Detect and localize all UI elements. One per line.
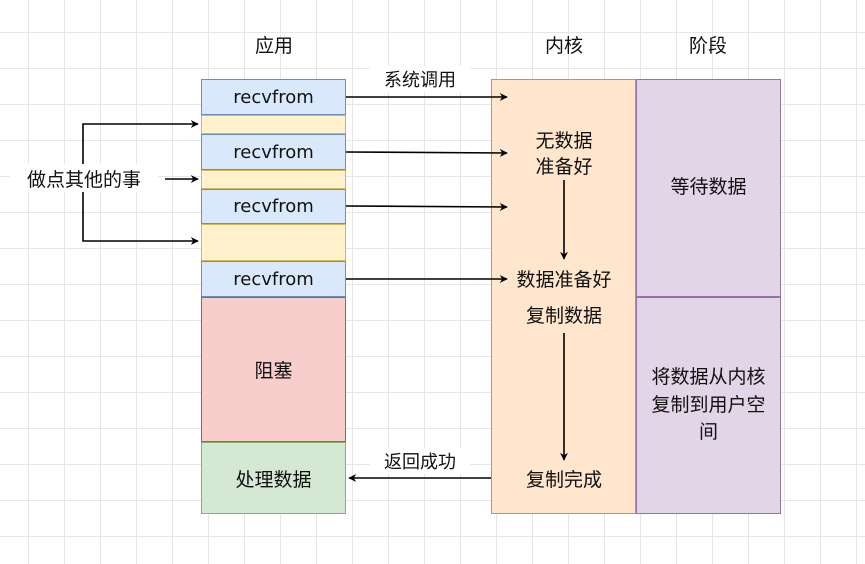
copy-stage-line-2: 复制到用户空	[651, 393, 766, 416]
copy-stage-box: 将数据从内核 复制到用户空 间	[636, 297, 781, 514]
recvfrom-box-4: recvfrom	[201, 261, 346, 297]
syscall-arrow-3	[345, 202, 508, 211]
wait-stage-label: 等待数据	[670, 176, 747, 199]
recvfrom-label: recvfrom	[233, 268, 314, 290]
gap-box-3	[201, 224, 346, 261]
kernel-header: 内核	[544, 34, 583, 57]
blocked-label: 阻塞	[254, 360, 293, 382]
return-ok-label: 返回成功	[370, 448, 470, 474]
recvfrom-box-1: recvfrom	[201, 79, 346, 115]
process-data-box: 处理数据	[201, 442, 346, 514]
process-data-label: 处理数据	[235, 468, 312, 491]
recvfrom-label: recvfrom	[233, 86, 314, 108]
copy-stage-line-3: 间	[698, 421, 718, 444]
syscall-arrow-2	[345, 148, 508, 157]
recvfrom-label: recvfrom	[233, 141, 314, 163]
no-data-line-2: 准备好	[535, 155, 593, 178]
no-data-line-1: 无数据	[535, 129, 593, 152]
stage-header: 阶段	[688, 34, 727, 57]
other-things-arrow-bottom	[82, 188, 199, 245]
copy-data-label: 复制数据	[525, 304, 602, 327]
other-things-arrow-top	[82, 120, 199, 170]
copy-stage-line-1: 将数据从内核	[651, 366, 766, 389]
gap-box-2	[201, 170, 346, 189]
recvfrom-box-3: recvfrom	[201, 189, 346, 224]
copy-done-label: 复制完成	[525, 468, 602, 491]
wait-stage-box: 等待数据	[636, 79, 781, 297]
syscall-label: 系统调用	[370, 66, 470, 92]
data-ready-label: 数据准备好	[516, 268, 612, 291]
gap-box-1	[201, 115, 346, 134]
recvfrom-label: recvfrom	[233, 196, 314, 217]
recvfrom-box-2: recvfrom	[201, 134, 346, 170]
app-header: 应用	[254, 34, 293, 57]
blocked-box: 阻塞	[201, 297, 346, 442]
do-other-things-label: 做点其他的事	[10, 164, 158, 192]
